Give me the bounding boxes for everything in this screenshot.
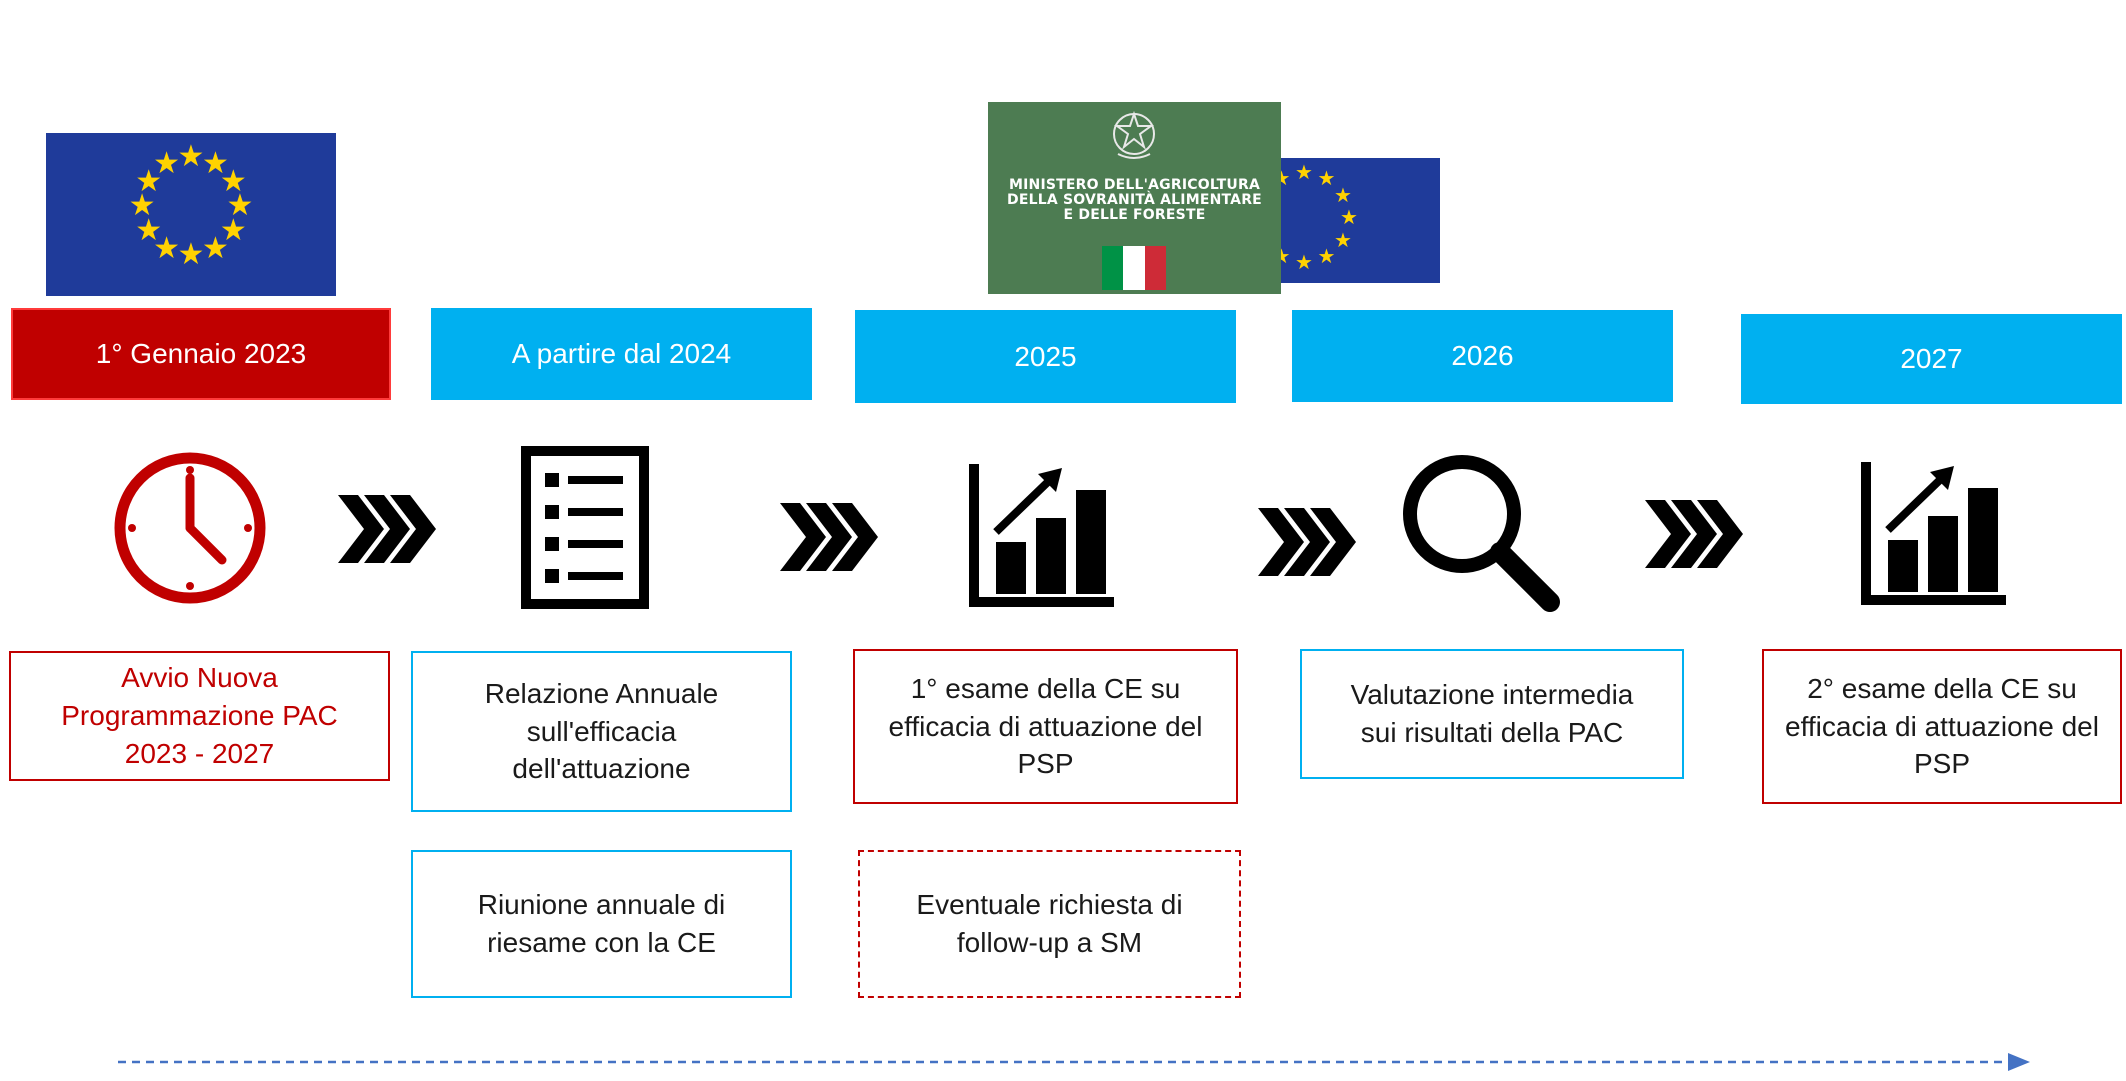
box-relazione-text: Relazione Annuale sull'efficacia dell'at…	[484, 677, 719, 785]
box-riunione-text: Riunione annuale di riesame con la CE	[477, 889, 726, 958]
star-icon: ★	[1334, 229, 1352, 252]
growth-chart-icon	[1861, 462, 2006, 605]
emblem-icon	[1113, 110, 1155, 159]
star-icon: ★	[1340, 207, 1358, 229]
box-primo-esame: 1° esame della CE su efficacia di attuaz…	[853, 649, 1238, 804]
star-icon: ★	[1317, 168, 1336, 191]
clock-icon	[114, 452, 266, 604]
star-icon: ★	[153, 231, 180, 265]
star-icon: ★	[177, 238, 205, 272]
star-icon: ★	[1317, 245, 1336, 268]
checklist-icon	[521, 446, 649, 609]
star-icon: ★	[177, 140, 205, 174]
star-icon: ★	[153, 147, 180, 180]
box-valutazione-text: Valutazione intermedia sui risultati del…	[1350, 679, 1634, 748]
star-icon: ★	[226, 189, 254, 223]
box-secondo-esame-text: 2° esame della CE su efficacia di attuaz…	[1785, 672, 2099, 780]
star-icon: ★	[219, 213, 247, 247]
header-2027: 2027	[1741, 314, 2122, 404]
eu-flag-left: ★★★★★★★★★★★★	[46, 133, 336, 296]
ministry-line-1: MINISTERO DELL'AGRICOLTURA	[1009, 177, 1260, 193]
ministry-line-3: E DELLE FORESTE	[1063, 207, 1206, 223]
box-avvio-text: Avvio Nuova Programmazione PAC 2023 - 20…	[61, 662, 338, 769]
ministry-logo: MINISTERO DELL'AGRICOLTURA DELLA SOVRANI…	[988, 102, 1281, 294]
header-2026: 2026	[1292, 310, 1673, 402]
chevrons-icon	[1645, 500, 1743, 568]
star-icon: ★	[128, 189, 156, 223]
chevrons-icon	[1258, 508, 1356, 576]
box-follow-up: Eventuale richiesta di follow-up a SM	[858, 850, 1241, 998]
star-icon: ★	[135, 164, 163, 198]
italian-flag-icon	[1102, 246, 1166, 290]
eu-flag-center: ★★★★★★★★★★★★	[1250, 158, 1440, 283]
star-icon: ★	[201, 231, 229, 265]
timeline-arrow	[118, 1053, 2030, 1071]
star-icon: ★	[135, 213, 163, 247]
star-icon: ★	[201, 147, 229, 180]
box-follow-up-text: Eventuale richiesta di follow-up a SM	[916, 889, 1183, 958]
box-relazione-annuale: Relazione Annuale sull'efficacia dell'at…	[411, 651, 792, 812]
star-icon: ★	[1334, 184, 1352, 207]
box-riunione-annuale: Riunione annuale di riesame con la CE	[411, 850, 792, 998]
box-primo-esame-text: 1° esame della CE su efficacia di attuaz…	[888, 672, 1203, 780]
star-icon: ★	[1295, 252, 1313, 274]
box-avvio-programmazione: Avvio Nuova Programmazione PAC 2023 - 20…	[9, 651, 390, 781]
header-2023: 1° Gennaio 2023	[11, 308, 391, 400]
box-secondo-esame: 2° esame della CE su efficacia di attuaz…	[1762, 649, 2122, 804]
star-icon: ★	[219, 164, 247, 198]
star-icon: ★	[1295, 162, 1313, 184]
box-valutazione-intermedia: Valutazione intermedia sui risultati del…	[1300, 649, 1684, 779]
ministry-line-2: DELLA SOVRANITÀ ALIMENTARE	[1007, 192, 1262, 208]
header-2025: 2025	[855, 310, 1236, 403]
chevrons-icon	[780, 503, 878, 571]
header-2024: A partire dal 2024	[431, 308, 812, 400]
growth-chart-icon	[969, 464, 1114, 607]
chevrons-icon	[338, 495, 436, 563]
magnifier-icon	[1403, 455, 1560, 612]
